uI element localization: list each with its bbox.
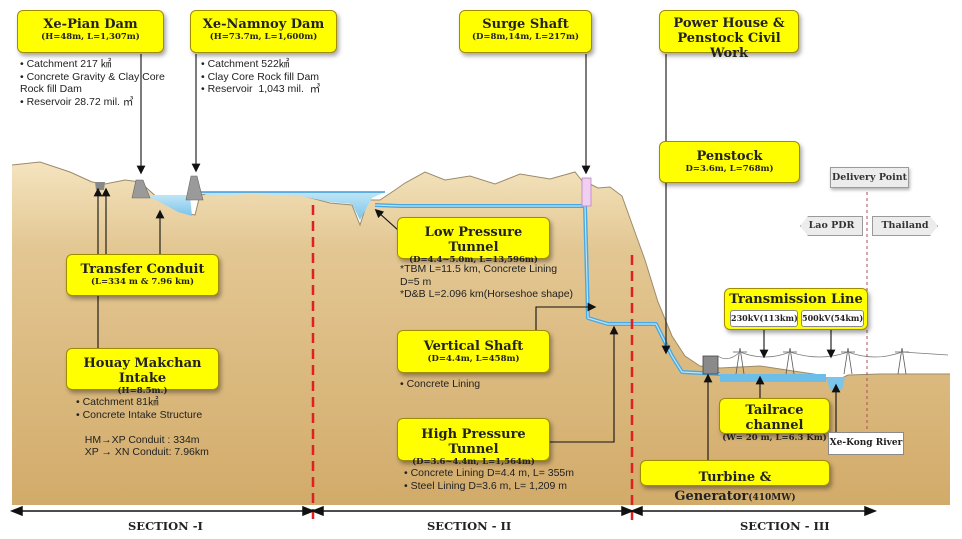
transmission-line-title: Transmission Line — [729, 292, 863, 307]
transfer-conduit-title: Transfer Conduit — [80, 262, 205, 277]
high-pressure-tunnel-title: High Pressure Tunnel — [421, 427, 526, 457]
xe-namnoy-reservoir — [198, 192, 385, 220]
tailrace-channel-water — [720, 374, 826, 382]
high-pressure-tunnel-spec: (D=3.6~4.4m, L=1,564m) — [412, 457, 535, 467]
vertical-shaft-title: Vertical Shaft — [423, 339, 524, 354]
surge-shaft-title: Surge Shaft — [482, 17, 569, 32]
xe-pian-dam-label: Xe-Pian Dam (H=48m, L=1,307m) — [17, 10, 164, 53]
penstock-title: Penstock — [696, 149, 763, 164]
transmission-towers — [717, 347, 949, 375]
leader-lines — [93, 54, 841, 460]
xe-namnoy-dam-label: Xe-Namnoy Dam (H=73.7m, L=1,600m) — [190, 10, 337, 53]
penstock-spec: D=3.6m, L=768m) — [685, 164, 774, 174]
surge-shaft-label: Surge Shaft (D=8m,14m, L=217m) — [459, 10, 592, 53]
section-1-label: SECTION -I — [128, 519, 203, 533]
tailrace-channel-label: Tailrace channel (W= 20 m, L=6.3 Km) — [719, 398, 830, 443]
houay-notes: • Catchment 81㎢ • Concrete Intake Struct… — [76, 396, 209, 458]
penstock-label: Penstock D=3.6m, L=768m) — [659, 141, 800, 183]
houay-intake-title: Houay Makchan Intake — [83, 356, 202, 386]
power-house-title-line2: Penstock Civil Work — [677, 31, 781, 61]
xe-kong-river-badge: Xe-Kong River — [828, 432, 904, 455]
delivery-point-badge: Delivery Point — [830, 167, 909, 188]
xe-namnoy-dam-title: Xe-Namnoy Dam — [202, 17, 325, 32]
turbine-generator-capacity: (410MW) — [748, 493, 796, 503]
houay-intake-label: Houay Makchan Intake (H=8.5m.) — [66, 348, 219, 396]
low-pressure-notes: *TBM L=11.5 km, Concrete Lining D=5 m *D… — [400, 263, 574, 300]
low-pressure-tunnel-label: Low Pressure Tunnel (D=4.4~5.0m, L=13,59… — [397, 217, 550, 265]
line-500kv-badge: 500kV(54km) — [801, 310, 864, 327]
line-230kv-badge: 230kV(113km) — [730, 310, 798, 327]
power-house-building — [702, 355, 719, 375]
xe-pian-dam-title: Xe-Pian Dam — [43, 17, 138, 32]
power-house-label: Power House & Penstock Civil Work — [659, 10, 799, 61]
section-arrows — [9, 505, 878, 517]
xe-pian-reservoir — [145, 195, 192, 216]
xe-namnoy-dam-structure — [185, 175, 204, 201]
low-pressure-tunnel-spec: (D=4.4~5.0m, L=13,596m) — [409, 255, 538, 265]
lao-pdr-badge: Lao PDR — [800, 216, 863, 236]
transfer-conduit-spec: (L=334 m & 7.96 km) — [91, 277, 194, 287]
high-pressure-tunnel-label: High Pressure Tunnel (D=3.6~4.4m, L=1,56… — [397, 418, 550, 467]
transfer-conduit-label: Transfer Conduit (L=334 m & 7.96 km) — [66, 254, 219, 296]
power-house-title-line1: Power House & — [673, 16, 785, 31]
xe-pian-notes: • Catchment 217 ㎢ • Concrete Gravity & C… — [20, 58, 165, 108]
thailand-badge: Thailand — [872, 216, 938, 236]
waterway-tunnel-highlight — [374, 204, 721, 375]
vertical-shaft-spec: (D=4.4m, L=458m) — [427, 354, 520, 364]
turbine-generator-label: Turbine & Generator(410MW) — [640, 460, 830, 504]
tailrace-channel-title: Tailrace channel — [745, 403, 804, 433]
turbine-generator-title: Turbine & Generator — [674, 470, 772, 504]
houay-intake-structure — [95, 182, 105, 190]
xe-namnoy-notes: • Catchment 522㎢ • Clay Core Rock fill D… — [201, 58, 321, 95]
section-3-label: SECTION - III — [740, 519, 830, 533]
section-2-label: SECTION - II — [427, 519, 512, 533]
xe-pian-dam-spec: (H=48m, L=1,307m) — [41, 32, 140, 42]
vertical-shaft-label: Vertical Shaft (D=4.4m, L=458m) — [397, 330, 550, 373]
low-pressure-tunnel-title: Low Pressure Tunnel — [424, 225, 523, 255]
tailrace-channel-spec: (W= 20 m, L=6.3 Km) — [722, 433, 827, 443]
houay-intake-spec: (H=8.5m.) — [117, 386, 168, 396]
high-pressure-notes: • Concrete Lining D=4.4 m, L= 355m • Ste… — [404, 467, 575, 492]
xe-namnoy-dam-spec: (H=73.7m, L=1,600m) — [209, 32, 318, 42]
surge-shaft-spec: (D=8m,14m, L=217m) — [472, 32, 579, 42]
xe-pian-dam-structure — [131, 179, 151, 199]
vertical-shaft-notes: • Concrete Lining — [400, 378, 481, 390]
surge-shaft-structure — [581, 177, 592, 207]
